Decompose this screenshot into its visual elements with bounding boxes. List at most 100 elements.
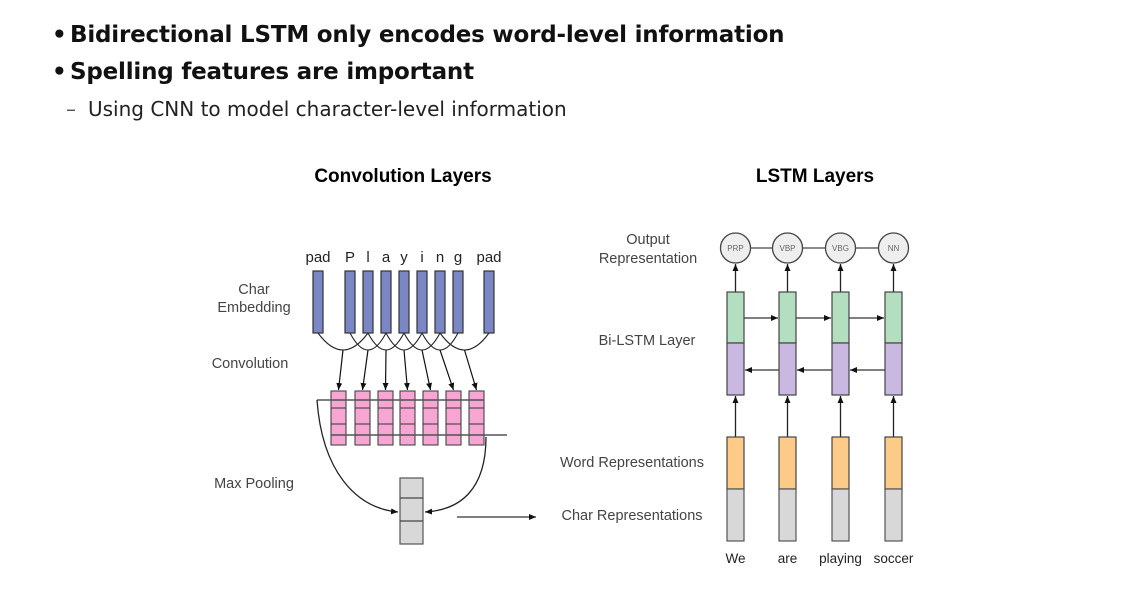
lstm-column xyxy=(831,291,850,542)
bullet-text: Bidirectional LSTM only encodes word-lev… xyxy=(70,22,785,48)
conv-feature-box xyxy=(377,390,394,446)
output-node-circle xyxy=(824,232,857,264)
conv-arrow xyxy=(403,349,410,391)
conv-feature-box xyxy=(330,390,347,446)
max-pool-vector xyxy=(399,477,424,545)
max-pool-box xyxy=(399,477,424,545)
conv-feature-box xyxy=(468,390,485,446)
max-pooling-label: Max Pooling xyxy=(214,476,294,492)
bilstm-label: Bi-LSTM Layer xyxy=(599,333,696,349)
max-pool-curve-right xyxy=(424,436,487,515)
char-embedding-bar xyxy=(398,270,410,334)
conv-feature-map xyxy=(468,390,485,446)
conv-arrow xyxy=(439,349,455,391)
conv-arrow xyxy=(382,349,389,391)
lstm-column xyxy=(884,291,903,542)
conv-arrows xyxy=(336,349,478,391)
char-embedding-bar xyxy=(362,270,374,334)
forward-lstm-cell xyxy=(726,291,745,344)
char-repr-cell xyxy=(884,488,903,542)
forward-lstm-cell xyxy=(884,291,903,344)
forward-lstm-cell xyxy=(831,291,850,344)
sub-bullet-marker: – xyxy=(66,97,76,121)
output-node: NN xyxy=(877,232,910,264)
char-embedding-bar xyxy=(380,270,392,334)
output-node: VBP xyxy=(771,232,804,264)
output-node-circle xyxy=(771,232,804,264)
lstm-column xyxy=(778,291,797,542)
char-repr-cell xyxy=(831,488,850,542)
conv-feature-maps xyxy=(330,390,485,446)
conv-feature-map xyxy=(422,390,439,446)
char-label: y xyxy=(400,249,408,266)
bullet-marker: • xyxy=(52,59,67,85)
char-label: i xyxy=(420,249,423,266)
output-nodes: PRP VBP VBG NN xyxy=(719,232,910,264)
output-node: VBG xyxy=(824,232,857,264)
lstm-connections xyxy=(732,247,897,437)
receptive-field-curve xyxy=(317,332,369,351)
char-embedding-bars xyxy=(312,270,495,334)
conv-feature-box xyxy=(422,390,439,446)
char-embedding-label-line1: Char xyxy=(238,282,270,298)
conv-arrow xyxy=(421,349,432,391)
backward-lstm-cell xyxy=(884,342,903,396)
cnn-title: Convolution Layers xyxy=(314,166,491,187)
convolution-label: Convolution xyxy=(212,356,289,372)
conv-feature-box xyxy=(354,390,371,446)
conv-feature-map xyxy=(445,390,462,446)
backward-lstm-cell xyxy=(831,342,850,396)
char-embedding-label-line2: Embedding xyxy=(217,300,290,316)
receptive-field-curve xyxy=(421,332,459,351)
word-repr-cell xyxy=(778,436,797,490)
conv-feature-map xyxy=(377,390,394,446)
conv-feature-box xyxy=(399,390,416,446)
conv-feature-map xyxy=(354,390,371,446)
input-word: playing xyxy=(819,551,862,566)
char-label: n xyxy=(436,249,444,266)
char-embedding-bar xyxy=(483,270,495,334)
input-word: We xyxy=(725,551,745,566)
bullet-text: Spelling features are important xyxy=(70,59,474,85)
char-embedding-bar xyxy=(434,270,446,334)
receptive-field-curve xyxy=(349,332,387,351)
input-word: are xyxy=(778,551,798,566)
receptive-field-curve xyxy=(439,332,490,351)
char-label: g xyxy=(454,249,462,266)
conv-feature-box xyxy=(445,390,462,446)
char-label: pad xyxy=(305,249,330,266)
receptive-field-curve xyxy=(367,332,405,351)
conv-feature-map xyxy=(330,390,347,446)
sub-bullet-cnn: –Using CNN to model character-level info… xyxy=(66,97,567,121)
output-tag: VBP xyxy=(779,244,795,253)
char-repr-label: Char Representations xyxy=(561,508,702,524)
output-tag: PRP xyxy=(727,244,743,253)
bullet-marker: • xyxy=(52,22,67,48)
input-words: We are playing soccer xyxy=(725,551,913,566)
max-pool-curve-left xyxy=(316,399,399,515)
sub-bullet-text: Using CNN to model character-level infor… xyxy=(88,97,567,121)
char-embedding-bar xyxy=(312,270,324,334)
word-repr-label: Word Representations xyxy=(560,455,704,471)
word-repr-cell xyxy=(884,436,903,490)
input-word: soccer xyxy=(874,551,914,566)
output-tag: NN xyxy=(888,244,900,253)
char-label: l xyxy=(366,249,369,266)
receptive-field-curve xyxy=(385,332,423,351)
backward-lstm-cell xyxy=(726,342,745,396)
word-repr-cell xyxy=(831,436,850,490)
char-label: pad xyxy=(476,249,501,266)
output-tag: VBG xyxy=(832,244,849,253)
char-embedding-bar xyxy=(416,270,428,334)
conv-feature-map xyxy=(399,390,416,446)
char-embedding-bar xyxy=(344,270,356,334)
output-node: PRP xyxy=(719,232,752,264)
conv-receptive-field-curves xyxy=(317,332,490,351)
output-node-circle xyxy=(877,232,910,264)
word-repr-cell xyxy=(726,436,745,490)
bullet-spelling-features: •Spelling features are important xyxy=(52,59,474,85)
receptive-field-curve xyxy=(403,332,441,351)
conv-arrow xyxy=(336,349,344,391)
